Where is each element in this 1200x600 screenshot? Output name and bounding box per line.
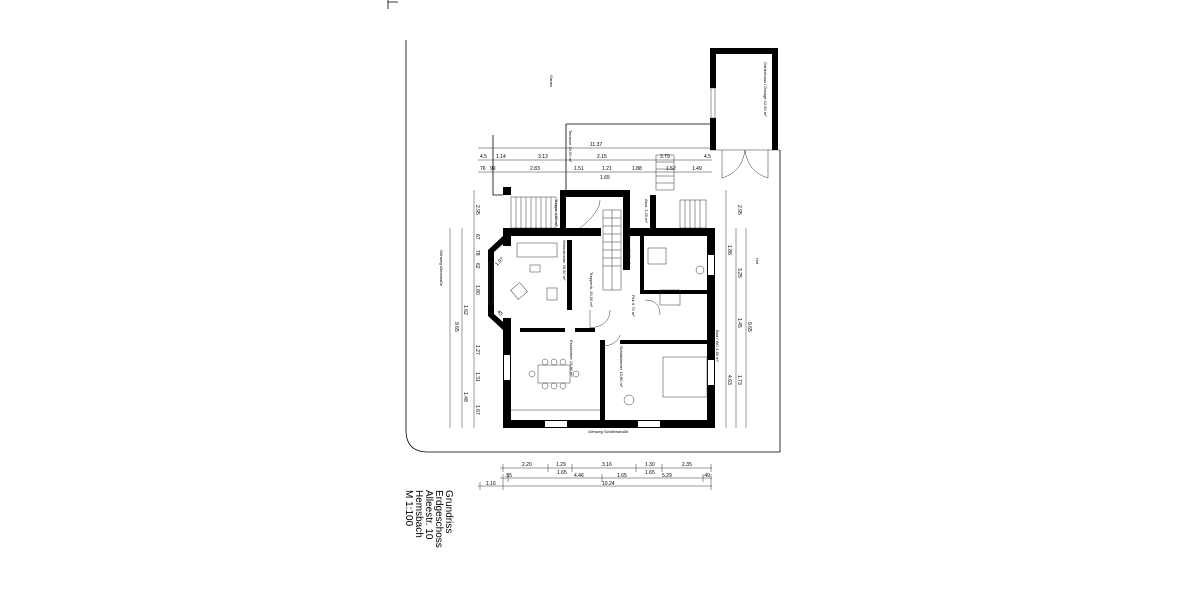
- svg-text:62: 62: [474, 263, 480, 269]
- svg-text:1.65: 1.65: [600, 175, 610, 181]
- dimensions-bottom: 2.20 1.29 3.16 1.30 2.35 1.65 1.65 .55 4…: [478, 462, 712, 490]
- terrace: Terrasse 20,00 m²: [492, 123, 710, 196]
- svg-text:1.31: 1.31: [474, 372, 480, 382]
- garage: Gartenhaus / Garage 12,50 m²: [710, 48, 778, 179]
- street-left-label: Gehweg Alleestraße: [439, 250, 444, 287]
- svg-text:Hemsbach: Hemsbach: [413, 490, 424, 538]
- house-walls: [488, 187, 715, 428]
- svg-text:3.79: 3.79: [660, 154, 670, 160]
- chair: [572, 370, 580, 378]
- dimensions-right: 9.65 2.95 1.86 3.25 1.45 4.63 1.73: [725, 190, 752, 428]
- svg-text:.55: .55: [505, 473, 512, 479]
- crop-mark: [387, 0, 398, 9]
- svg-text:3.16: 3.16: [602, 462, 612, 468]
- room-bedroom: Schlafzimmer 15,80 m²: [619, 346, 624, 388]
- room-bathroom: Bad / WC 4,60 m²: [715, 330, 720, 362]
- svg-text:5.29: 5.29: [662, 473, 672, 479]
- svg-text:11.37: 11.37: [590, 142, 602, 148]
- street-bottom-label: Gehweg Schillerstraße: [588, 429, 629, 434]
- svg-text:1.80: 1.80: [474, 285, 480, 295]
- property-line-left-bottom: [405, 40, 780, 453]
- svg-text:3.25: 3.25: [736, 268, 742, 278]
- svg-text:1.65: 1.65: [617, 473, 627, 479]
- svg-text:1.16: 1.16: [486, 481, 496, 487]
- coffee-table: [529, 264, 541, 273]
- svg-text:4.5: 4.5: [704, 154, 711, 160]
- svg-text:2.35: 2.35: [682, 462, 692, 468]
- svg-text:2.95: 2.95: [474, 205, 480, 215]
- svg-text:1.86: 1.86: [726, 245, 732, 255]
- svg-text:1.73: 1.73: [736, 375, 742, 385]
- svg-text:M 1:100: M 1:100: [403, 490, 414, 527]
- room-stair: Treppe 4,50 m²: [554, 199, 559, 227]
- chair: [528, 370, 536, 378]
- bed: [662, 356, 708, 398]
- svg-text:4.63: 4.63: [726, 375, 732, 385]
- svg-text:1.49: 1.49: [692, 166, 702, 172]
- yard-label: Hof: [755, 258, 760, 265]
- svg-text:1.21: 1.21: [602, 166, 612, 172]
- stairs: [510, 154, 707, 291]
- room-labels: Wohnzimmer 28,90 m² Treppenh. 19,50 m² K…: [494, 199, 720, 388]
- room-hall: Flur 6,70 m²: [631, 295, 636, 317]
- sofa: [516, 242, 558, 258]
- svg-text:.49: .49: [703, 473, 710, 479]
- room-living: Wohnzimmer 28,90 m²: [562, 240, 567, 281]
- svg-text:4.46: 4.46: [574, 473, 584, 479]
- svg-text:1.88: 1.88: [632, 166, 642, 172]
- svg-text:2.20: 2.20: [522, 462, 532, 468]
- title-block: Grundriss Erdgeschoss Alleestr. 10 Hemsb…: [403, 490, 454, 548]
- svg-text:Erdgeschoss: Erdgeschoss: [433, 490, 444, 548]
- svg-text:1.30: 1.30: [645, 462, 655, 468]
- room-stairwell: Treppenh. 19,50 m²: [589, 272, 594, 308]
- svg-text:3.13: 3.13: [538, 154, 548, 160]
- svg-text:1.29: 1.29: [556, 462, 566, 468]
- garden-label: Garten: [549, 75, 554, 87]
- doors: [579, 199, 661, 347]
- garage-label: Gartenhaus / Garage 12,50 m²: [763, 62, 768, 117]
- svg-text:67: 67: [474, 234, 480, 240]
- armchair: [510, 282, 528, 300]
- svg-text:9.65: 9.65: [453, 322, 459, 332]
- svg-text:Alleestr. 10: Alleestr. 10: [423, 490, 434, 540]
- svg-text:4.5: 4.5: [480, 154, 487, 160]
- svg-text:2.83: 2.83: [530, 166, 540, 172]
- svg-text:1.14: 1.14: [496, 154, 506, 160]
- svg-text:45: 45: [496, 309, 504, 317]
- washbasin: [659, 289, 681, 306]
- svg-text:1.45: 1.45: [736, 318, 742, 328]
- sink: [695, 265, 705, 275]
- svg-text:1.27: 1.27: [474, 345, 480, 355]
- svg-text:76: 76: [480, 166, 486, 172]
- svg-text:1.65: 1.65: [645, 470, 655, 476]
- furniture: [510, 242, 708, 411]
- dimensions-top: 11.37 4.5 1.14 3.13 2.15 3.79 4.5 76 99 …: [478, 142, 712, 181]
- svg-text:Grundriss: Grundriss: [443, 490, 454, 533]
- svg-text:78: 78: [474, 250, 480, 256]
- terrace-label: Terrasse 20,00 m²: [568, 130, 573, 163]
- kitchen-table: [647, 247, 667, 265]
- room-storage: Abst. 3,20 m²: [644, 199, 649, 223]
- svg-text:1.48: 1.48: [462, 392, 468, 402]
- svg-text:1.97: 1.97: [494, 256, 505, 267]
- svg-text:2.15: 2.15: [597, 154, 607, 160]
- svg-text:1.51: 1.51: [574, 166, 584, 172]
- lamp: [623, 394, 635, 406]
- svg-text:1.62: 1.62: [462, 305, 468, 315]
- svg-text:10.24: 10.24: [602, 481, 615, 487]
- svg-text:9.65: 9.65: [746, 322, 752, 332]
- armchair: [546, 287, 558, 301]
- svg-text:1.65: 1.65: [557, 470, 567, 476]
- room-kitchen: Küche 11,60 m²: [627, 236, 632, 265]
- svg-text:99: 99: [490, 166, 496, 172]
- svg-text:2.95: 2.95: [736, 205, 742, 215]
- dimensions-left: 9.65 2.95 67 78 62 1.80 1.62 1.27 1.31 1…: [449, 190, 480, 428]
- room-dining: Esszimmer 15,80 m²: [569, 340, 574, 377]
- svg-text:1.67: 1.67: [474, 405, 480, 415]
- dining-table: [537, 364, 571, 384]
